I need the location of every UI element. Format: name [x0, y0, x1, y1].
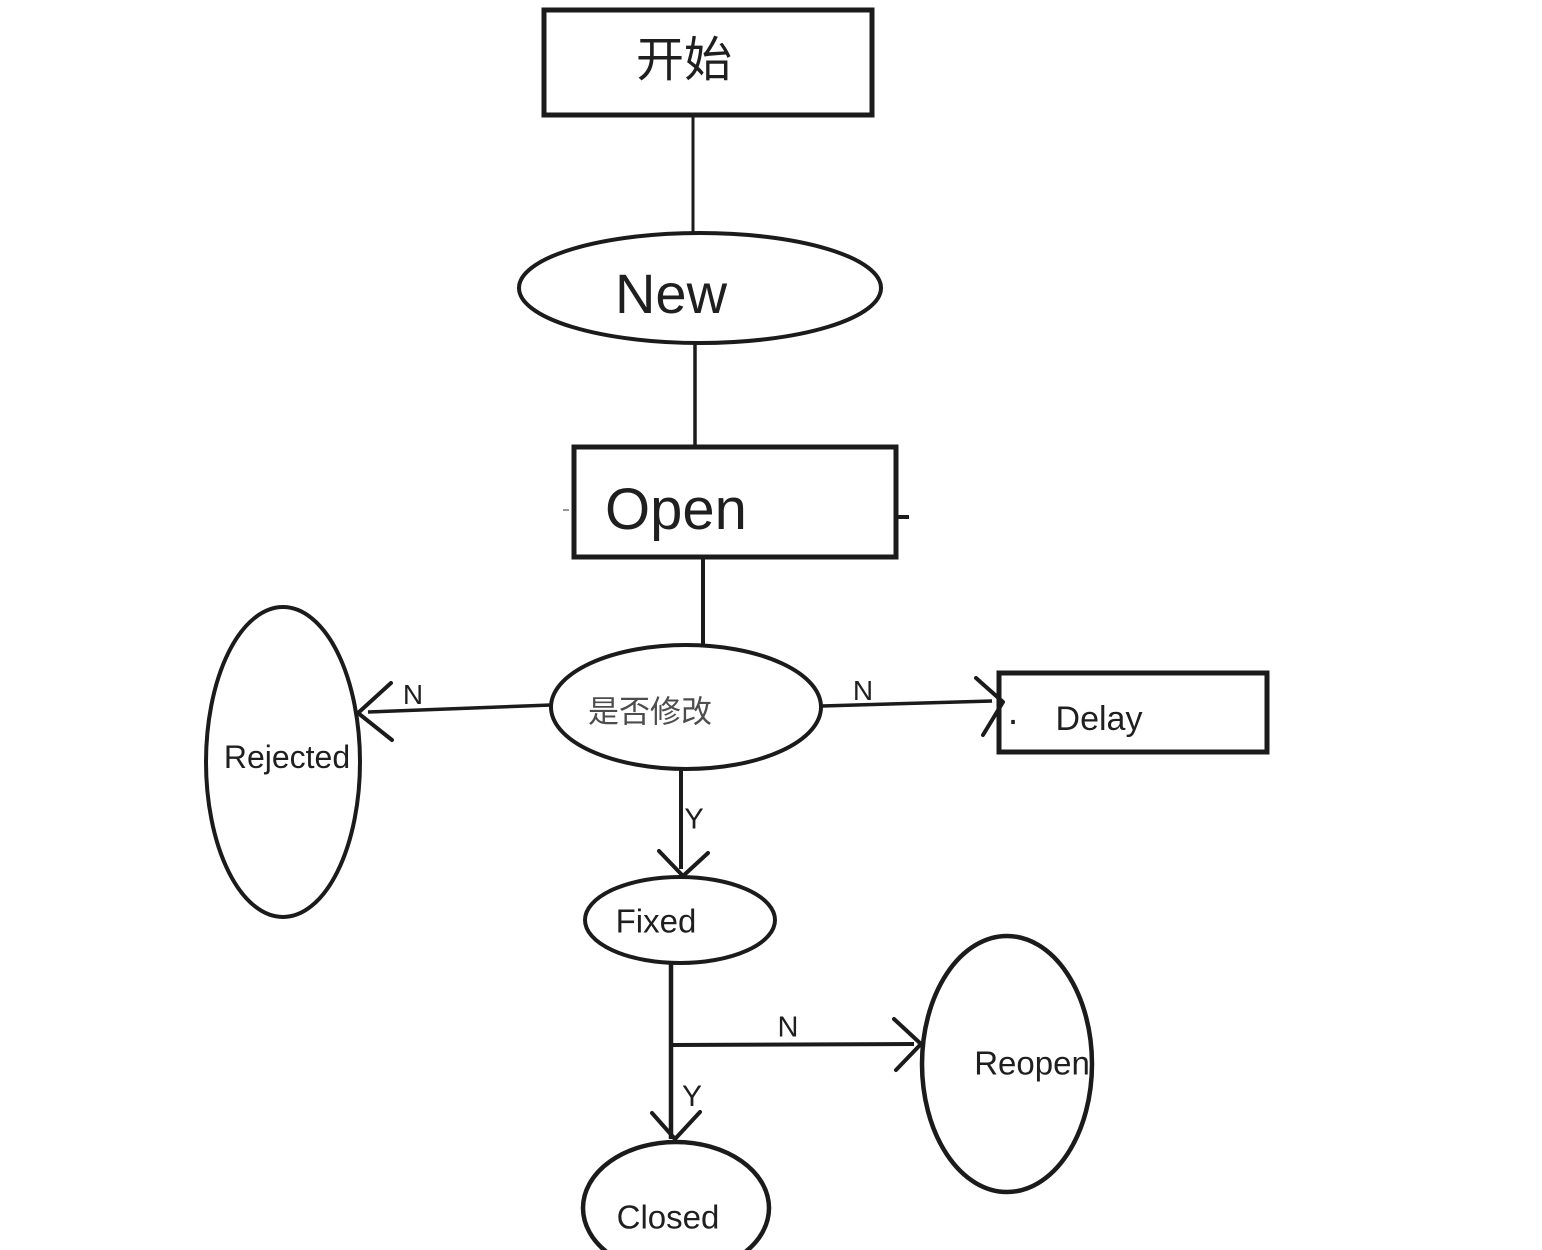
edge-label-fixed-to-closed: Y: [681, 1080, 703, 1113]
closed-label: Closed: [616, 1198, 720, 1236]
rejected-label: Rejected: [223, 739, 351, 775]
fixed-to-closed-arrowhead: [650, 1110, 702, 1141]
new-ellipse: [517, 231, 883, 345]
start-label: 开始: [635, 34, 733, 87]
open-label: Open: [605, 477, 747, 542]
delay-label: Delay: [1055, 700, 1143, 738]
edge-label-decision-to-delay: N: [852, 675, 874, 706]
edge-label-decision-to-fixed: Y: [684, 803, 704, 836]
new-label: New: [614, 262, 728, 325]
decision-to-fixed-arrowhead: [657, 849, 710, 878]
rejected-ellipse: [204, 605, 362, 919]
decision-ellipse: [549, 643, 823, 771]
decision-label: 是否修改: [588, 694, 712, 730]
fixed-ellipse: [583, 875, 777, 965]
start-box: [541, 7, 875, 118]
fixed-to-reopen-line: [670, 1042, 915, 1047]
reopen-label: Reopen: [974, 1044, 1090, 1082]
delay-dot: .: [1007, 691, 1019, 733]
decision-to-rejected-line: [367, 703, 552, 714]
reopen-ellipse: [919, 933, 1095, 1195]
open-box: [571, 444, 899, 560]
fixed-label: Fixed: [615, 902, 697, 940]
closed-ellipse: [580, 1139, 772, 1250]
edge-label-fixed-to-reopen: N: [777, 1011, 799, 1044]
edge-label-decision-to-rejected: N: [402, 679, 424, 710]
decision-to-delay-line: [821, 699, 993, 708]
decision-to-delay-arrowhead: [974, 676, 1005, 737]
delay-box: [996, 670, 1270, 755]
